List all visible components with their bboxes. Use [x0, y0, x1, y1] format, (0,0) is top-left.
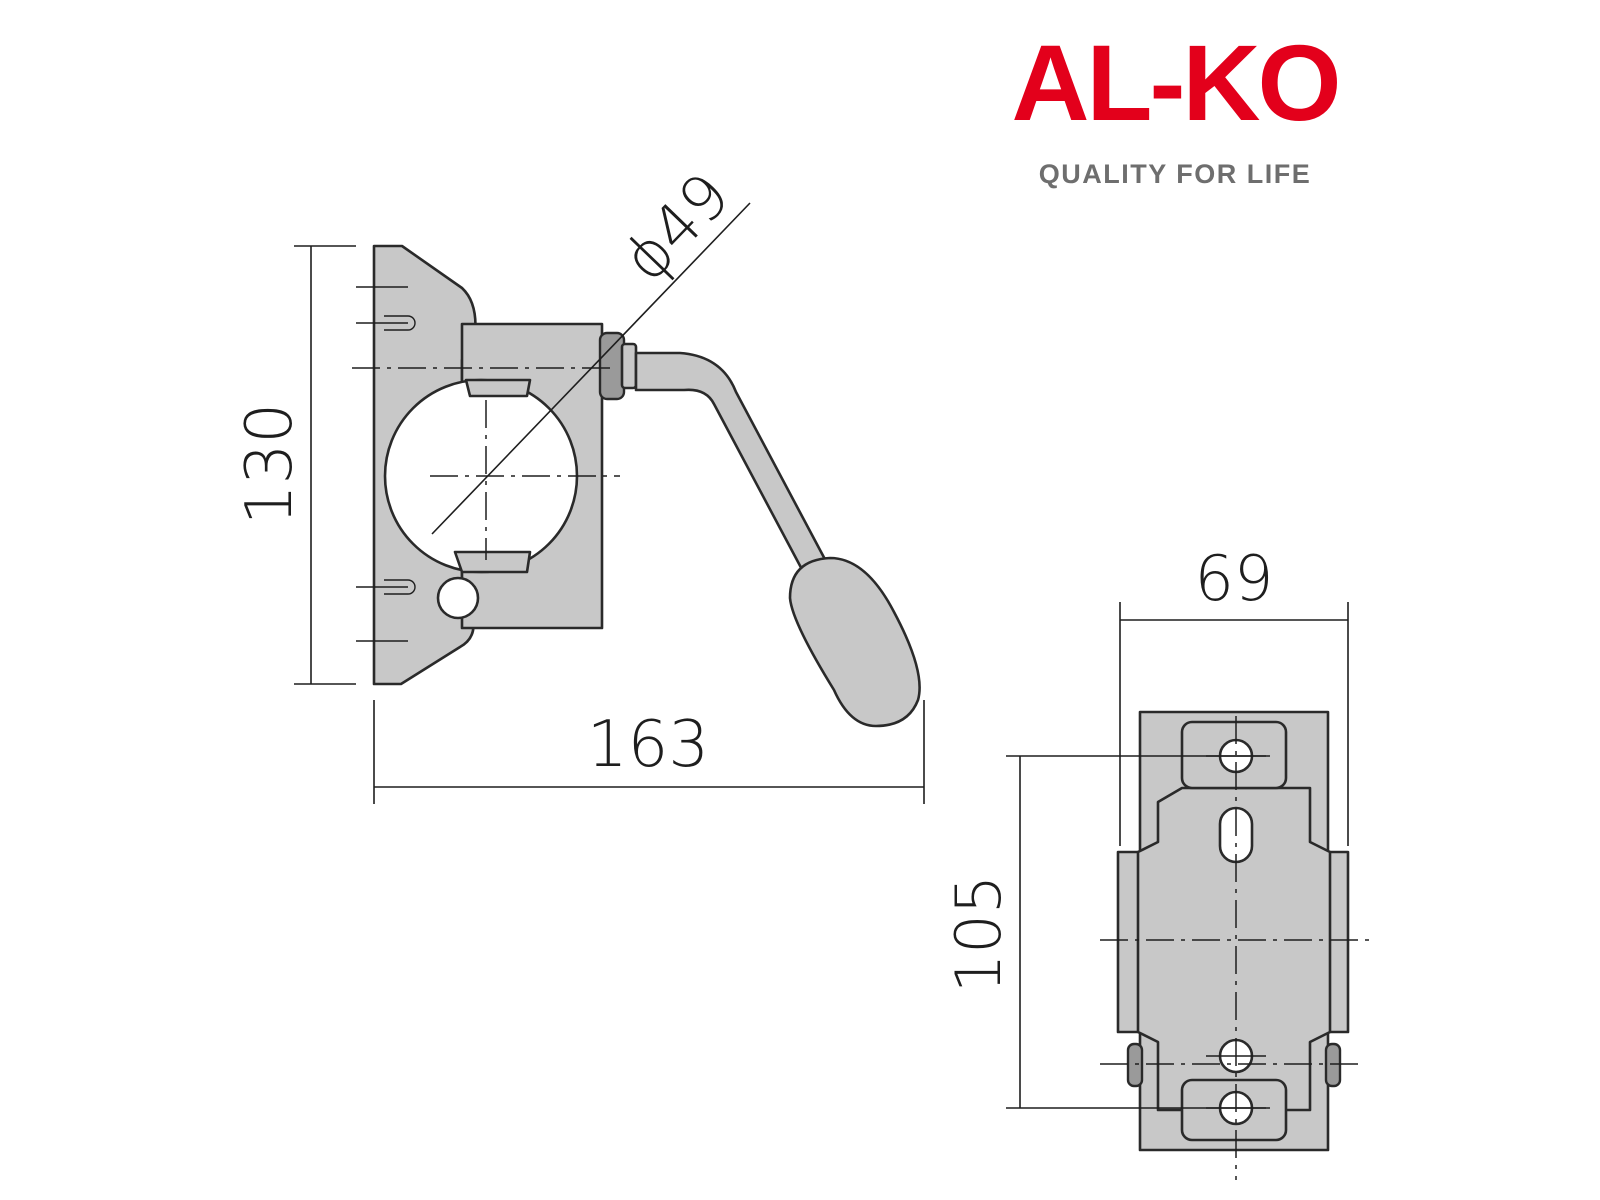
- logo-tagline: QUALITY FOR LIFE: [1039, 159, 1312, 189]
- logo-wordmark: AL-KO: [1012, 22, 1339, 143]
- clamp-handle-arm: [634, 351, 830, 579]
- bracket-bolt-right: [1324, 1042, 1342, 1088]
- clamp-nut: [598, 331, 626, 401]
- bracket-bolt-left: [1126, 1042, 1144, 1088]
- clamp-handle-grip: [788, 556, 921, 728]
- dim-bore-diameter-label: ϕ49: [608, 159, 744, 296]
- clamp-slot-bottom: [384, 579, 416, 595]
- dim-clamp-height-label: 130: [233, 403, 307, 525]
- dimension-bracket-width: 69: [1119, 542, 1349, 846]
- side-view-clamp: [352, 244, 921, 728]
- dimension-clamp-height: 130: [233, 245, 356, 685]
- clamp-washer: [620, 342, 638, 390]
- clamp-bolt-hole: [436, 576, 480, 620]
- dimension-bracket-height: 105: [942, 755, 1270, 1109]
- alko-logo: AL-KO QUALITY FOR LIFE: [1012, 22, 1342, 189]
- dim-bracket-width-label: 69: [1195, 542, 1274, 615]
- front-view-bracket: [1100, 710, 1370, 1180]
- dimension-overall-width: 163: [373, 700, 925, 804]
- clamp-slot-top: [384, 315, 416, 331]
- dim-overall-width-label: 163: [587, 708, 709, 782]
- dim-bracket-height-label: 105: [942, 875, 1015, 993]
